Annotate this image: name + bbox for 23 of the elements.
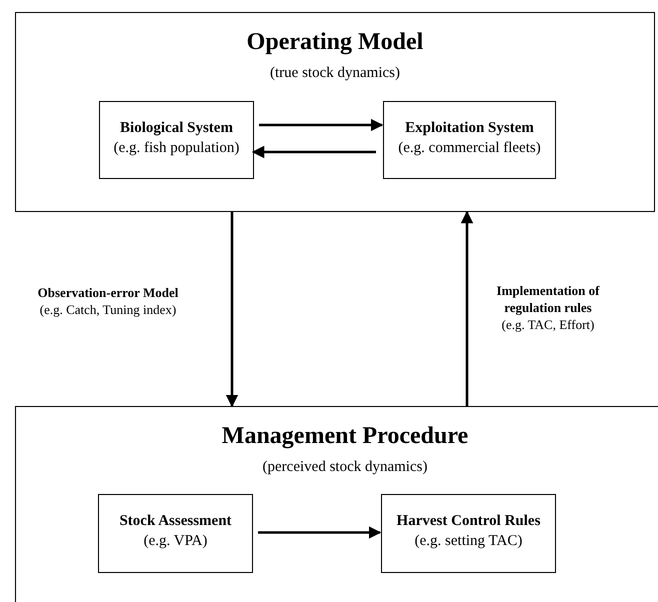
arrow [258, 526, 382, 539]
box-example: (e.g. VPA) [142, 533, 208, 550]
panel-heading: Management Procedure [220, 423, 470, 450]
box-title: Harvest Control Rules [396, 513, 542, 530]
box-title: Biological System [119, 120, 234, 137]
process-box [98, 494, 253, 573]
arrow [460, 210, 474, 406]
process-box [99, 101, 254, 179]
panel-heading: Operating Model [246, 29, 424, 56]
box-example: (e.g. setting TAC) [414, 533, 524, 550]
box-example: (e.g. commercial fleets) [397, 140, 542, 157]
arrow [259, 118, 384, 132]
model-panel [15, 406, 658, 602]
box-title: Exploitation System [404, 120, 535, 137]
arrow [226, 212, 238, 408]
process-box [383, 101, 556, 179]
panel-subtitle: (true stock dynamics) [269, 65, 401, 82]
box-title: Stock Assessment [118, 513, 233, 530]
box-example: (e.g. fish population) [112, 140, 240, 157]
panel-subtitle: (perceived stock dynamics) [262, 459, 428, 476]
model-panel [15, 12, 655, 212]
arrow [252, 146, 376, 158]
process-box [381, 494, 556, 573]
